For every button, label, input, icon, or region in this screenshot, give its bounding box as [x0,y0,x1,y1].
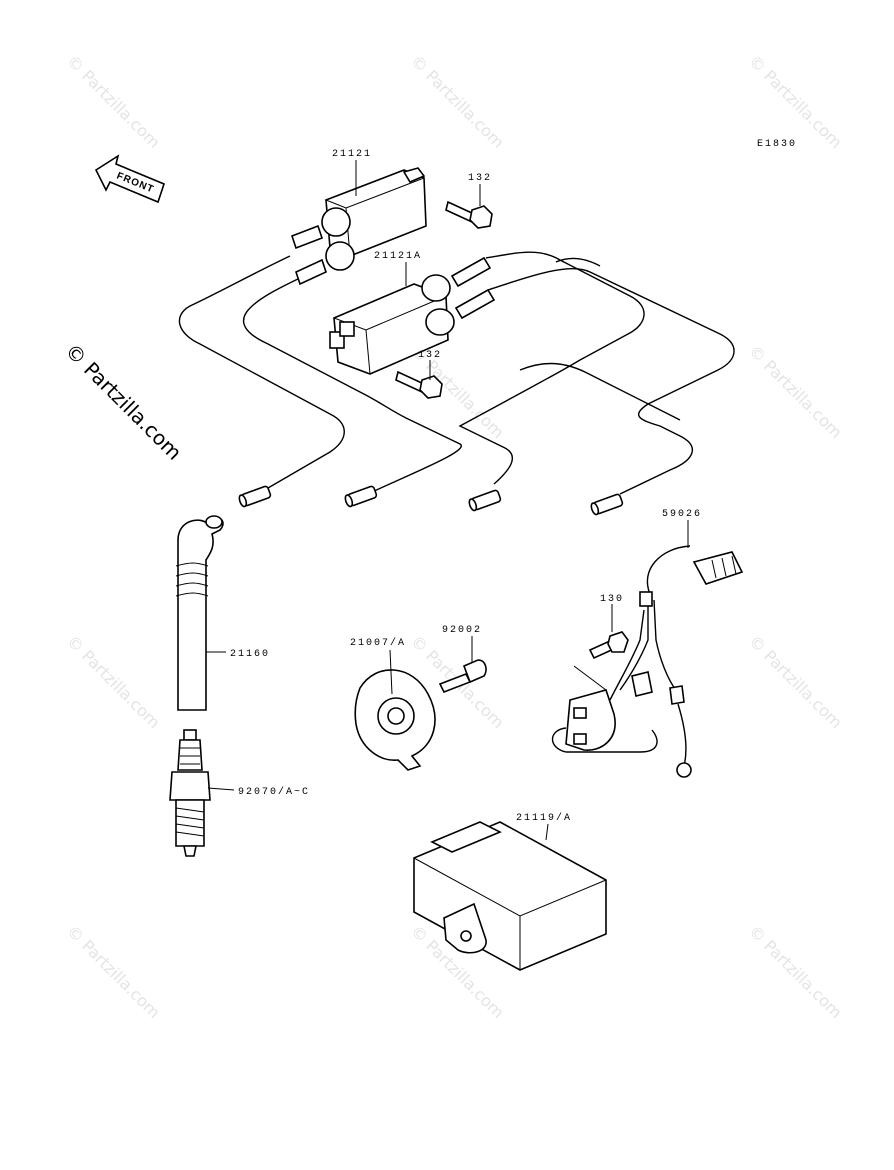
diagram-code: E1830 [757,139,797,150]
label-spark-plug: 92070/A~C [238,786,310,798]
watermark-5: © Partzilla.com [745,341,846,442]
pickup-plate [354,669,436,771]
label-coil-upper: 21121 [332,149,372,160]
label-plug-cap-lead: 21160 [230,649,270,660]
label-screw: 92002 [442,625,482,636]
spark-plug [169,729,211,857]
lead-terminals [238,485,624,516]
watermark-1: © Partzilla.com [63,51,164,152]
screw [438,659,487,694]
plug-cap-lead [175,515,224,711]
label-bolt-sensor: 130 [600,594,624,605]
part-labels: 21121 132 21121A 132 59026 130 92002 210… [230,149,702,824]
lead-harness [551,545,744,778]
watermark-dark: © Partzilla.com [60,339,186,465]
label-bolt-lower: 132 [418,350,442,361]
watermark-9: © Partzilla.com [63,921,164,1022]
label-lead-harness: 59026 [662,509,702,520]
watermark-6: © Partzilla.com [63,631,164,732]
front-arrow: FRONT [94,154,165,204]
label-pickup-plate: 21007/A [350,637,406,649]
bolt-upper [445,200,493,229]
watermark-8: © Partzilla.com [745,631,846,732]
watermark-3: © Partzilla.com [745,51,846,152]
watermark-11: © Partzilla.com [745,921,846,1022]
plug-leads [178,251,735,495]
label-igniter: 21119/A [516,812,572,824]
label-coil-lower: 21121A [374,251,422,262]
watermark-2: © Partzilla.com [407,51,508,152]
label-bolt-upper: 132 [468,173,492,184]
leader-lines [206,160,689,841]
ignition-coil-upper [290,167,427,286]
bolt-lower [395,370,443,399]
igniter-unit [413,821,607,971]
ignition-coil-lower [329,256,496,375]
bolt-sensor [588,631,629,660]
